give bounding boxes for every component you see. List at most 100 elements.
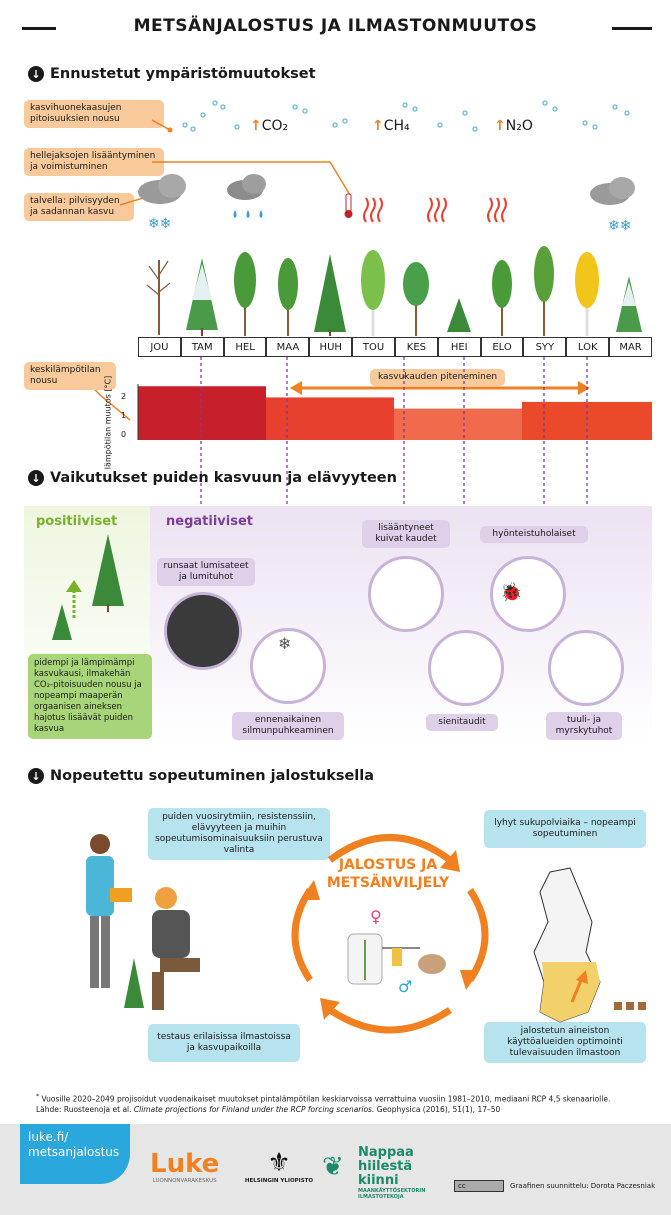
month-cell: ELO <box>480 337 524 357</box>
month-cell: MAA <box>266 337 310 357</box>
item-insects: hyönteistuholaiset <box>480 526 588 543</box>
snowflake-icon: ❄ <box>278 634 292 653</box>
snow-cloud-icon: ❄❄ <box>138 174 186 232</box>
gas-n2o-label: N₂O <box>505 118 533 134</box>
svg-text:❄❄: ❄❄ <box>148 216 171 232</box>
section-heading-breeding: ↓ Nopeutettu sopeutuminen jalostuksella <box>28 768 374 784</box>
seedling-icon <box>124 958 144 1008</box>
rain-cloud-icon <box>227 174 266 218</box>
small-spruce-icon <box>447 298 471 332</box>
svg-text:♀: ♀ <box>370 907 382 926</box>
gas-molecules <box>182 100 630 132</box>
negative-title: negatiiviset <box>166 514 253 529</box>
link-bubble[interactable]: luke.fi/ metsanjalostus <box>20 1124 130 1184</box>
breeding-center-title: JALOSTUS JA METSÄNVILJELY <box>318 856 458 892</box>
nappaa-line1: Nappaa <box>358 1145 414 1160</box>
snowy-spruce-icon <box>616 276 642 332</box>
up-arrow-icon: ↑ <box>372 118 384 134</box>
storm-icon <box>548 630 624 706</box>
download-arrow-icon: ↓ <box>28 66 44 82</box>
footnote-line2: Lähde: Ruosteenoja et al. Climate projec… <box>36 1104 501 1114</box>
breeding-cycle-arrows <box>291 834 489 1034</box>
month-cell: LOK <box>566 337 610 357</box>
download-arrow-icon: ↓ <box>28 470 44 486</box>
snow-damage-icon <box>164 592 242 670</box>
pine-tree-icon <box>534 246 554 336</box>
thermometer-icon <box>344 193 353 218</box>
section-heading-impacts: ↓ Vaikutukset puiden kasvuun ja elävyyte… <box>28 470 397 486</box>
y-tick-1: 1 <box>121 411 127 420</box>
page-title: METSÄNJALOSTUS JA ILMASTONMUUTOS <box>133 16 538 36</box>
item-storm: tuuli- ja myrskytuhot <box>546 712 622 740</box>
label-greenhouse: kasvihuonekaasujen pitoisuuksien nousu <box>24 100 164 128</box>
item-snow: runsaat lumisateet ja lumituhot <box>157 558 255 586</box>
month-cell: HEL <box>223 337 267 357</box>
section-heading-text: Nopeutettu sopeutuminen jalostuksella <box>50 768 375 784</box>
pollination-icon: ♀ ♂ <box>347 907 446 994</box>
month-cell: HEI <box>437 337 481 357</box>
temp-bar <box>138 386 266 440</box>
temp-bar <box>394 408 522 440</box>
breeding-title-line1: JALOSTUS JA <box>338 857 438 873</box>
temperature-chart <box>137 384 652 440</box>
beetle-icon: 🐞 <box>500 582 523 603</box>
pine-tree-icon <box>492 260 512 336</box>
month-cell: HUH <box>309 337 353 357</box>
positive-text-box: pidempi ja lämpimämpi kasvukausi, ilmake… <box>28 654 152 739</box>
footnote-line1: * Vuosille 2020–2049 projisoidut vuodena… <box>36 1093 611 1104</box>
growing-season-arrow <box>290 381 590 395</box>
item-budburst: ennenaikainen silmunpuhkeaminen <box>232 712 344 740</box>
nappaa-sub: MAANKÄYTTÖSEKTORIN ILMASTOTEKOJA <box>358 1188 426 1200</box>
label-temperature: keskilämpötilan nousu <box>24 362 116 390</box>
gas-ch4-label: CH₄ <box>383 118 410 134</box>
budburst-icon <box>250 628 326 704</box>
hy-logo-text: HELSINGIN YLIOPISTO <box>244 1178 314 1184</box>
month-cell: TAM <box>180 337 224 357</box>
link-line2[interactable]: metsanjalostus <box>28 1145 120 1159</box>
weather-icons: ❄❄ ❄❄ <box>138 174 635 234</box>
temp-bar <box>522 401 652 440</box>
nappaa-line2: hiilestä <box>358 1159 413 1174</box>
cc-license-badge: cc <box>454 1180 504 1192</box>
insects-icon <box>490 556 566 632</box>
section-heading-forecast: ↓ Ennustetut ympäristömuutokset <box>28 66 316 82</box>
luke-logo-sub: LUONNONVARAKESKUS <box>152 1178 217 1184</box>
title-rule-right <box>612 27 652 30</box>
svg-text:♂: ♂ <box>398 977 412 994</box>
snowy-spruce-icon <box>186 258 218 336</box>
growth-trees-icon <box>52 534 124 640</box>
breeding-title-line2: METSÄNVILJELY <box>326 875 450 891</box>
gas-ch4: ↑CH₄ <box>372 118 410 134</box>
footnote: * Vuosille 2020–2049 projisoidut vuodena… <box>36 1092 656 1115</box>
svg-text:❄❄: ❄❄ <box>608 218 631 234</box>
heat-wave-icons <box>363 197 507 223</box>
pine-tree-icon <box>234 252 256 336</box>
up-arrow-icon: ↑ <box>250 118 262 134</box>
nappaa-leaf-icon: ❦ <box>322 1152 344 1182</box>
box-generation: lyhyt sukupolviaika – nopeampi sopeutumi… <box>484 810 646 848</box>
section-heading-text: Vaikutukset puiden kasvuun ja elävyyteen <box>50 470 397 486</box>
broadleaf-tree-icon <box>403 262 429 336</box>
spruce-tree-icon <box>314 254 346 336</box>
positive-title: positiiviset <box>36 514 118 529</box>
month-cell: KES <box>394 337 438 357</box>
bare-tree-icon <box>146 260 171 335</box>
luke-logo: Luke LUONNONVARAKESKUS <box>150 1150 219 1184</box>
seedling-pots-icon <box>614 1002 646 1010</box>
item-fungi: sienitaudit <box>426 714 498 731</box>
month-cell: JOU <box>138 337 181 357</box>
hy-emblem-icon: ⚜ <box>267 1148 291 1178</box>
researchers-illustration <box>86 834 200 1010</box>
fungi-icon <box>428 630 504 706</box>
box-optimization: jalostetun aineiston käyttöalueiden opti… <box>484 1022 646 1063</box>
pine-tree-icon <box>278 258 298 336</box>
birch-tree-icon <box>361 250 385 336</box>
box-selection: puiden vuosirytmiin, resistenssiin, eläv… <box>148 808 330 860</box>
label-heatwaves: hellejaksojen lisääntyminen ja voimistum… <box>24 148 164 176</box>
item-drought: lisääntyneet kuivat kaudet <box>362 520 450 548</box>
link-line1[interactable]: luke.fi/ <box>28 1130 69 1144</box>
month-cell: TOU <box>352 337 395 357</box>
section-heading-text: Ennustetut ympäristömuutokset <box>50 66 316 82</box>
standing-researcher <box>86 834 132 988</box>
month-cell: SYY <box>523 337 567 357</box>
